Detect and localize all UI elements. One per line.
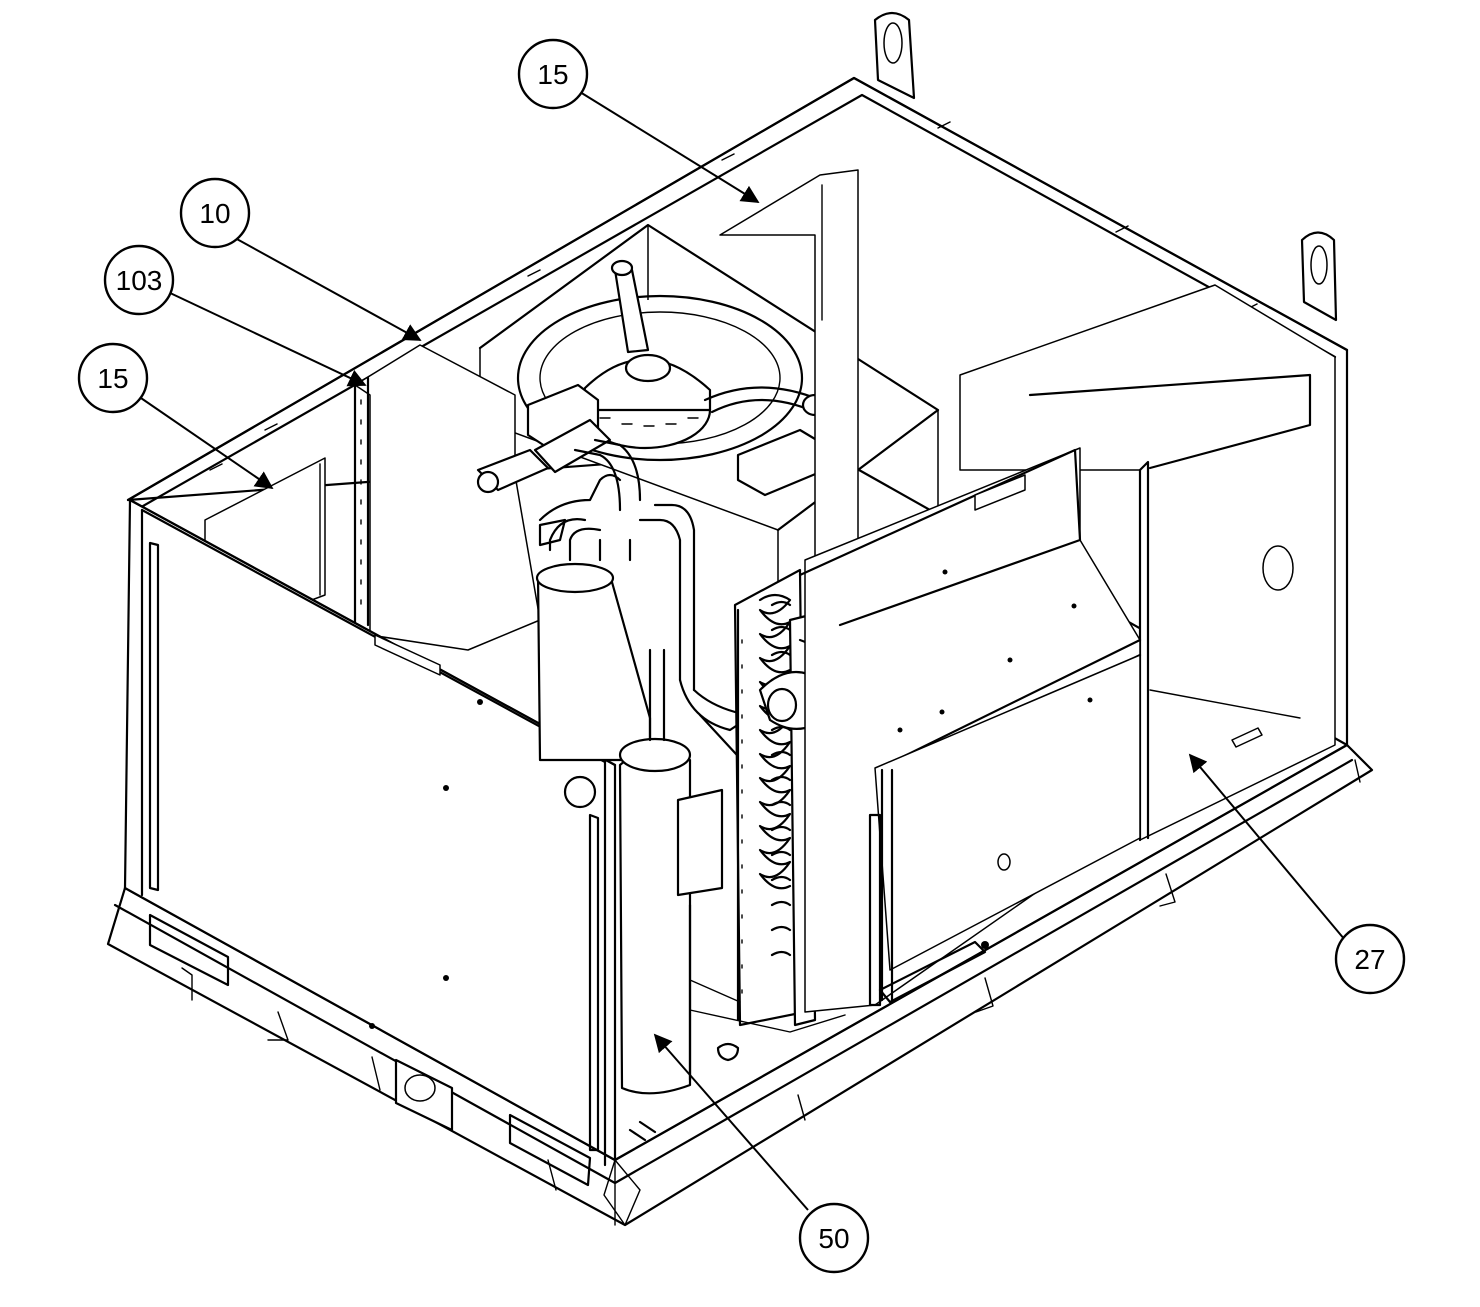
callout-balloon-50: 50 — [798, 1202, 870, 1274]
callout-balloon-27: 27 — [1334, 923, 1406, 995]
leader-15-top — [579, 91, 760, 203]
callout-leaders — [137, 91, 1346, 1211]
callout-balloon-15-left: 15 — [77, 342, 149, 414]
callout-balloon-15-top: 15 — [517, 38, 589, 110]
callout-balloon-103: 103 — [103, 244, 175, 316]
leader-15-left — [137, 395, 274, 490]
callout-label-50: 50 — [818, 1223, 849, 1254]
unit-base — [106, 743, 1374, 1227]
unit-illustration — [106, 11, 1374, 1227]
callout-label-15-top: 15 — [537, 59, 568, 90]
callout-label-103: 103 — [116, 265, 163, 296]
callout-label-10: 10 — [199, 198, 230, 229]
blower-assembly — [798, 447, 1142, 1013]
control-compartment — [959, 284, 1336, 842]
leader-10 — [234, 237, 422, 341]
callout-label-15-left: 15 — [97, 363, 128, 394]
callout-label-27: 27 — [1354, 944, 1385, 975]
drain-pan — [628, 979, 846, 1142]
callout-balloon-10: 10 — [179, 177, 251, 249]
front-left-panel — [123, 498, 617, 1167]
leader-103 — [167, 291, 367, 387]
leader-27 — [1188, 753, 1346, 941]
leader-50 — [653, 1033, 809, 1211]
